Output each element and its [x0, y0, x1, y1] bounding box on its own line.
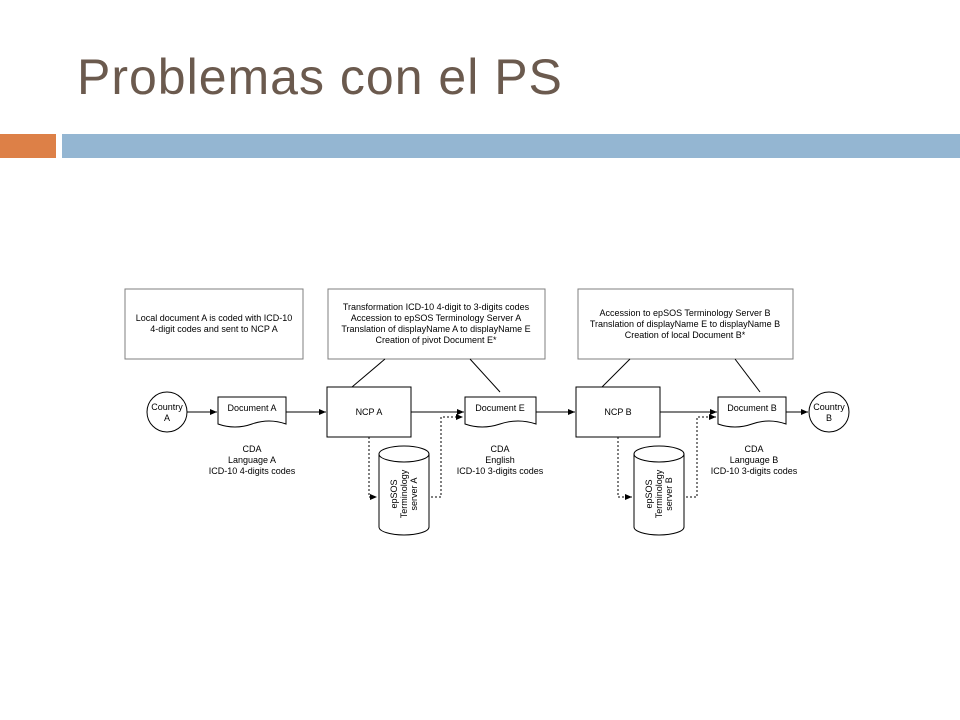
accent-bar-blue	[62, 134, 960, 158]
caption-line: Language A	[228, 455, 276, 465]
node-label: Document E	[475, 403, 525, 413]
dashed-connector	[686, 414, 716, 498]
callout-line	[351, 358, 386, 388]
note-line: Local document A is coded with ICD-10	[136, 313, 293, 323]
server-label: epSOS	[389, 479, 399, 508]
note-line: Creation of pivot Document E*	[375, 335, 497, 345]
node-label: B	[826, 413, 832, 423]
ncp-b-node: NCP B	[575, 386, 661, 438]
country-a-node: Country A	[146, 391, 188, 433]
note-line: 4-digit codes and sent to NCP A	[150, 324, 277, 334]
note-box-ncp-b: Accession to epSOS Terminology Server B …	[577, 288, 794, 360]
server-label: Terminology	[399, 469, 409, 518]
dashed-connector	[368, 437, 377, 500]
server-label: server A	[409, 477, 419, 510]
caption-line: English	[485, 455, 515, 465]
terminology-server-a: epSOS Terminology server A	[378, 445, 430, 536]
node-label: Country	[813, 402, 845, 412]
terminology-server-b: epSOS Terminology server B	[633, 445, 685, 536]
note-line: Accession to epSOS Terminology Server A	[351, 313, 521, 323]
country-b-node: Country B	[808, 391, 850, 433]
slide-title: Problemas con el PS	[77, 49, 563, 105]
node-label: Document B	[727, 403, 777, 413]
document-e-node: Document E	[464, 396, 537, 428]
dashed-connector	[431, 414, 463, 498]
node-label: Document A	[227, 403, 276, 413]
caption-document-a: CDA Language A ICD-10 4-digits codes	[209, 444, 296, 476]
server-label: Terminology	[654, 469, 664, 518]
callout-line	[601, 358, 631, 388]
note-line: Accession to epSOS Terminology Server B	[600, 308, 771, 318]
ncp-a-node: NCP A	[326, 386, 412, 438]
node-label: A	[164, 413, 170, 423]
caption-document-b: CDA Language B ICD-10 3-digits codes	[711, 444, 798, 476]
dashed-connector	[617, 437, 632, 500]
accent-bar-orange	[0, 134, 56, 158]
note-box-local-document: Local document A is coded with ICD-10 4-…	[124, 288, 304, 360]
caption-line: CDA	[744, 444, 763, 454]
note-box-ncp-a: Transformation ICD-10 4-digit to 3-digit…	[327, 288, 546, 360]
note-line: Translation of displayName A to displayN…	[341, 324, 530, 334]
note-line: Transformation ICD-10 4-digit to 3-digit…	[343, 302, 530, 312]
callout-line	[734, 358, 761, 393]
node-label: NCP A	[356, 407, 383, 417]
caption-line: ICD-10 3-digits codes	[457, 466, 544, 476]
document-a-node: Document A	[217, 396, 287, 428]
server-label: server B	[664, 477, 674, 511]
caption-line: Language B	[730, 455, 779, 465]
node-label: Country	[151, 402, 183, 412]
caption-line: CDA	[490, 444, 509, 454]
document-b-node: Document B	[717, 396, 787, 428]
caption-line: ICD-10 3-digits codes	[711, 466, 798, 476]
caption-line: CDA	[242, 444, 261, 454]
callout-line	[469, 358, 501, 393]
note-line: Translation of displayName E to displayN…	[590, 319, 780, 329]
node-label: NCP B	[604, 407, 631, 417]
note-line: Creation of local Document B*	[625, 330, 746, 340]
server-label: epSOS	[644, 479, 654, 508]
caption-line: ICD-10 4-digits codes	[209, 466, 296, 476]
caption-document-e: CDA English ICD-10 3-digits codes	[457, 444, 544, 476]
